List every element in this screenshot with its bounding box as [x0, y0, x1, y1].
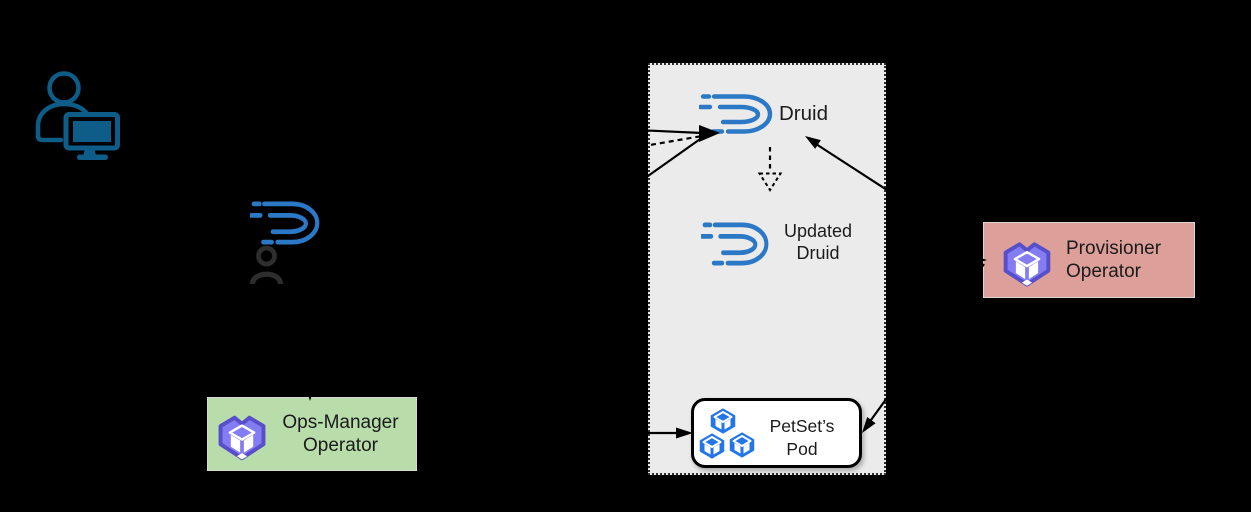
user-head	[47, 71, 81, 105]
monitor-screen	[73, 121, 111, 142]
pod-icon	[728, 430, 756, 460]
petset-pod-box: PetSet’s Pod	[691, 398, 862, 468]
provisioner-operator-label-line1: Provisioner	[1066, 237, 1162, 259]
updated-druid-label-line1: Updated	[783, 221, 853, 241]
provisioner-operator-label: Provisioner Operator	[1066, 237, 1161, 284]
updated-druid-label: Updated Druid	[768, 221, 868, 264]
petset-pod-label: PetSet’s Pod	[751, 415, 853, 460]
petset-pod-label-line2: Pod	[786, 438, 818, 459]
petset-pod-label-line1: PetSet’s	[769, 416, 835, 436]
provisioner-operator-label-line2: Operator	[1066, 261, 1141, 282]
pod-icon	[698, 431, 726, 461]
monitor-base	[77, 154, 108, 160]
ops-manager-operator-label: Ops-Manager Operator	[271, 411, 410, 458]
druid-logo-icon	[699, 94, 773, 134]
ops-manager-operator-label-line2: Operator	[303, 435, 378, 456]
updated-druid-logo-icon	[701, 222, 769, 266]
pod-icon	[709, 406, 737, 436]
kubedb-operator-icon	[218, 415, 266, 461]
user-body	[35, 101, 93, 143]
user-with-computer-icon	[35, 71, 120, 160]
ops-manager-operator-box: Ops-Manager Operator	[207, 397, 417, 471]
kubedb-operator-icon	[1003, 241, 1051, 287]
ops-manager-operator-label-line1: Ops-Manager	[282, 411, 399, 433]
person-icon	[249, 245, 284, 285]
monitor-stand	[83, 148, 96, 155]
druid-label: Druid	[779, 102, 828, 125]
druid-cr-logo-icon	[250, 201, 320, 245]
arrow-provisioner-to-petset	[870, 263, 985, 421]
updated-druid-label-line2: Druid	[796, 242, 840, 263]
provisioner-operator-box: Provisioner Operator	[983, 222, 1195, 298]
